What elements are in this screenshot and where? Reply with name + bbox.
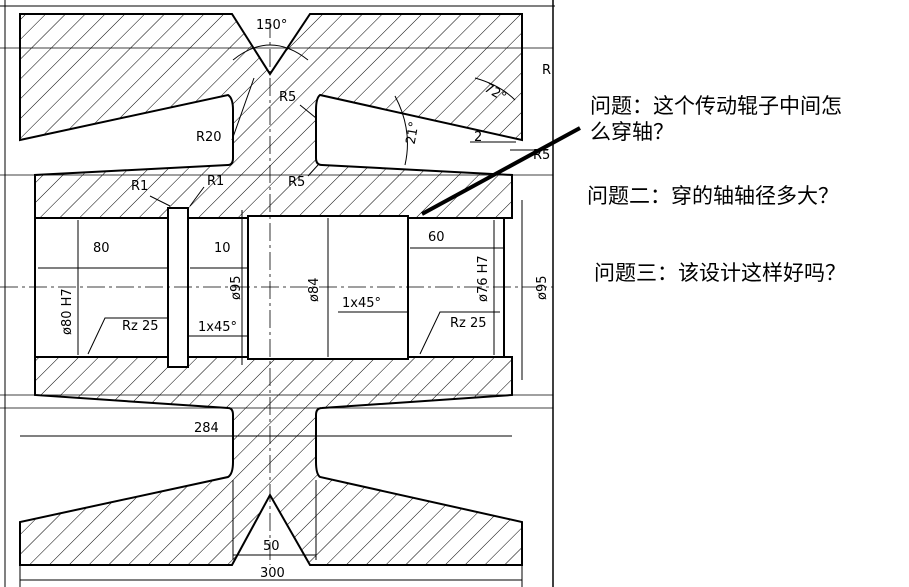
r1-left-label: R1 — [131, 179, 148, 194]
r5-right-label: R5 — [533, 148, 550, 163]
r5-top-label: R5 — [279, 90, 296, 105]
center-lines — [0, 20, 553, 565]
chamfer-mid-label: 1x45° — [342, 296, 381, 311]
question-1-text: 问题：这个传动辊子中间怎么穿轴？ — [590, 94, 842, 144]
lower-section — [19, 356, 523, 566]
chamfer-left-label: 1x45° — [198, 320, 237, 335]
r-edge-label: R — [542, 63, 551, 78]
len-2-label: 2 — [474, 130, 482, 145]
dimension-labels: 150° 72° 21° R20 R5 R5 R5 R R1 R1 2 80 1… — [60, 18, 551, 581]
len-284-label: 284 — [194, 421, 219, 436]
question-3-text: 问题三：该设计这样好吗？ — [594, 261, 846, 285]
len-50-label: 50 — [263, 539, 280, 554]
question-pointer-line — [421, 126, 581, 216]
r20-label: R20 — [196, 130, 222, 145]
question-2-text: 问题二：穿的轴轴径多大？ — [587, 184, 839, 208]
angle-150-label: 150° — [256, 18, 287, 33]
len-60-label: 60 — [428, 230, 445, 245]
len-10-label: 10 — [214, 241, 231, 256]
r1-right-label: R1 — [207, 174, 224, 189]
dia-84-label: ø84 — [307, 278, 322, 303]
dia-76-label: ø76 H7 — [476, 255, 491, 302]
rz-right-label: Rz 25 — [450, 316, 487, 331]
dimension-lines — [19, 44, 548, 587]
len-80-label: 80 — [93, 241, 110, 256]
angle-21-label: 21° — [404, 120, 423, 145]
dia-95-inner-label: ø95 — [229, 276, 244, 301]
r5-mid-label: R5 — [288, 175, 305, 190]
dia-80-label: ø80 H7 — [60, 288, 75, 335]
rz-left-label: Rz 25 — [122, 319, 159, 334]
len-300-label: 300 — [260, 566, 285, 581]
dia-95-outer-label: ø95 — [535, 276, 550, 301]
